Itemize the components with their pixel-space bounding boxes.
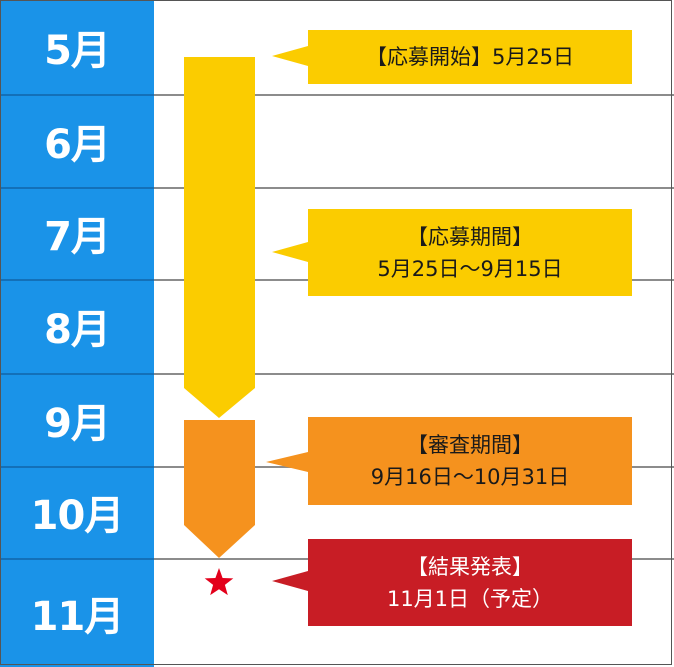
- callout-application-start-text: 【応募開始】5月25日: [365, 45, 575, 69]
- month-divider: [0, 558, 154, 560]
- callout-review-period: 【審査期間】 9月16日〜10月31日: [308, 417, 632, 505]
- row-divider: [154, 187, 674, 189]
- application-period-arrow: [184, 57, 255, 418]
- callout-result-announcement: 【結果発表】 11月1日（予定）: [308, 539, 632, 626]
- callout-pointer: [272, 46, 308, 66]
- month-divider: [0, 279, 154, 281]
- month-divider: [0, 466, 154, 468]
- month-label-august: 8月: [44, 307, 111, 353]
- review-period-arrow: [184, 420, 255, 558]
- callout-result-announcement-date: 11月1日（予定）: [386, 586, 554, 611]
- callout-result-announcement-title: 【結果発表】: [407, 554, 533, 579]
- month-label-october: 10月: [30, 493, 125, 539]
- month-label-september: 9月: [44, 400, 111, 447]
- callout-review-period-dates: 9月16日〜10月31日: [370, 465, 570, 489]
- callout-pointer: [266, 452, 308, 472]
- month-column: 5月 6月 7月 8月 9月 10月 11月: [0, 0, 154, 667]
- month-divider: [0, 373, 154, 375]
- row-divider: [154, 373, 674, 375]
- callout-pointer: [272, 242, 308, 262]
- callout-review-period-title: 【審査期間】: [407, 433, 533, 457]
- month-divider: [0, 187, 154, 189]
- row-divider: [154, 94, 674, 96]
- callout-pointer: [272, 571, 308, 591]
- month-label-may: 5月: [44, 28, 111, 74]
- month-label-june: 6月: [44, 121, 111, 168]
- callout-application-period: 【応募期間】 5月25日〜9月15日: [308, 209, 632, 296]
- callout-application-period-title: 【応募期間】: [407, 224, 533, 249]
- callout-application-start: 【応募開始】5月25日: [308, 30, 632, 84]
- month-label-july: 7月: [44, 214, 111, 260]
- month-label-november: 11月: [30, 593, 125, 640]
- callout-application-period-dates: 5月25日〜9月15日: [377, 256, 563, 281]
- star-icon: [204, 568, 234, 596]
- month-divider: [0, 94, 154, 96]
